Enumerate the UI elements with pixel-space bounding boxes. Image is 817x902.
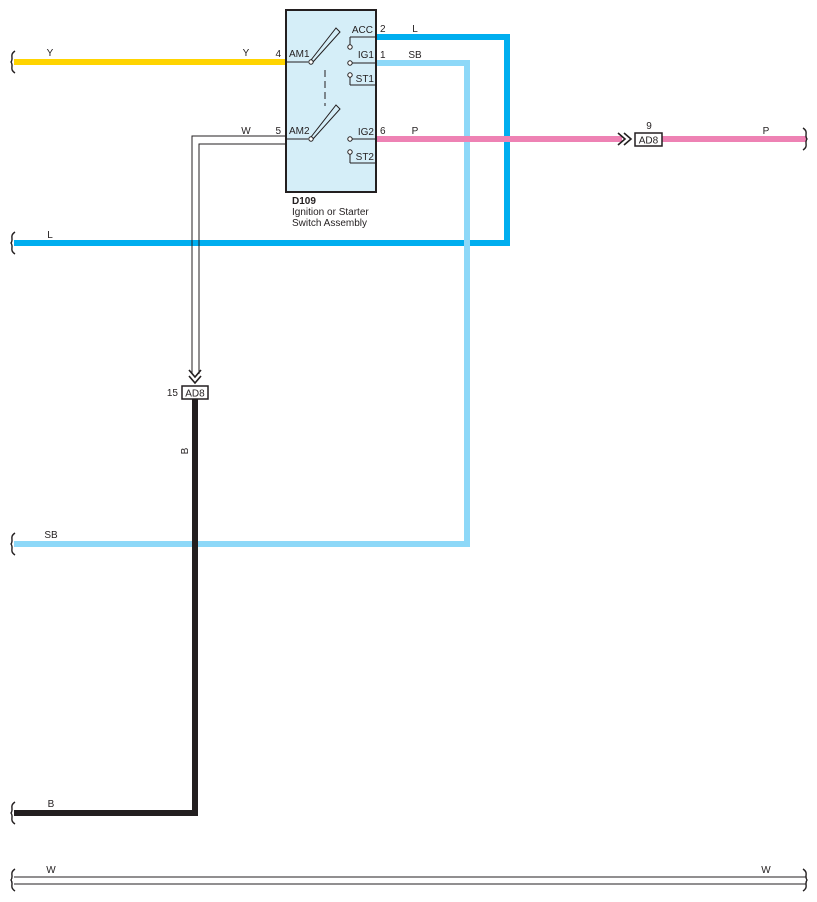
wire-w-am2-inner [198, 143, 286, 374]
break-mark-y [10, 50, 16, 74]
wire-label-sb-left: SB [44, 530, 58, 541]
wire-label-w-am2: W [241, 126, 251, 137]
wire-w-am2 [191, 135, 286, 374]
pin-ig2: 6 [380, 126, 386, 137]
break-mark-w-right [802, 868, 808, 892]
switch-code: D109 [292, 196, 316, 207]
terminal-st2: ST2 [356, 152, 375, 163]
wire-label-b-vertical: B [180, 447, 191, 454]
connector-ad8-left-label: AD8 [185, 389, 205, 400]
wire-label-l-acc: L [412, 24, 418, 35]
break-marks [10, 50, 808, 892]
break-mark-p-right [802, 127, 808, 151]
break-mark-w-left [10, 868, 16, 892]
terminal-am1: AM1 [289, 49, 310, 60]
pin-am2: 5 [275, 126, 281, 137]
wire-label-p-ig2: P [412, 126, 419, 137]
terminal-ig1: IG1 [358, 50, 375, 61]
wire-label-l-left: L [47, 230, 53, 241]
break-mark-sb [10, 532, 16, 556]
connector-ad8-right-box [634, 132, 663, 147]
wire-sb [14, 60, 470, 547]
wire-label-sb-ig1: SB [408, 50, 422, 61]
connector-ad8-left-pin: 15 [167, 388, 179, 399]
connector-ad8-left-chevron [188, 369, 202, 385]
switch-name-line2: Switch Assembly [292, 218, 367, 229]
connector-ad8-left-box [181, 385, 209, 400]
ignition-switch-box [285, 9, 377, 193]
wire-label-y-right: Y [243, 48, 250, 59]
connector-ad8-right-chevron [617, 132, 633, 146]
pin-ig1: 1 [380, 50, 386, 61]
terminal-am2: AM2 [289, 126, 310, 137]
wire-label-p-right: P [763, 126, 770, 137]
wire-label-w-bottom-right: W [761, 865, 771, 876]
pin-am1: 4 [275, 49, 281, 60]
pin-acc: 2 [380, 24, 386, 35]
connector-ad8-right-pin: 9 [646, 121, 652, 132]
am2-lever [310, 104, 341, 140]
am1-lever [310, 27, 341, 63]
wire-label-y-left: Y [47, 48, 54, 59]
terminal-st1: ST1 [356, 74, 375, 85]
break-mark-l [10, 231, 16, 255]
wire-label-w-bottom-left: W [46, 865, 56, 876]
wire-b [14, 399, 198, 816]
terminal-acc: ACC [352, 25, 373, 36]
terminal-ig2: IG2 [358, 127, 375, 138]
wire-label-b-left: B [48, 799, 55, 810]
break-mark-b [10, 801, 16, 825]
switch-internals [286, 27, 376, 164]
connector-ad8-right-label: AD8 [639, 136, 659, 147]
switch-name-line1: Ignition or Starter [292, 207, 369, 218]
